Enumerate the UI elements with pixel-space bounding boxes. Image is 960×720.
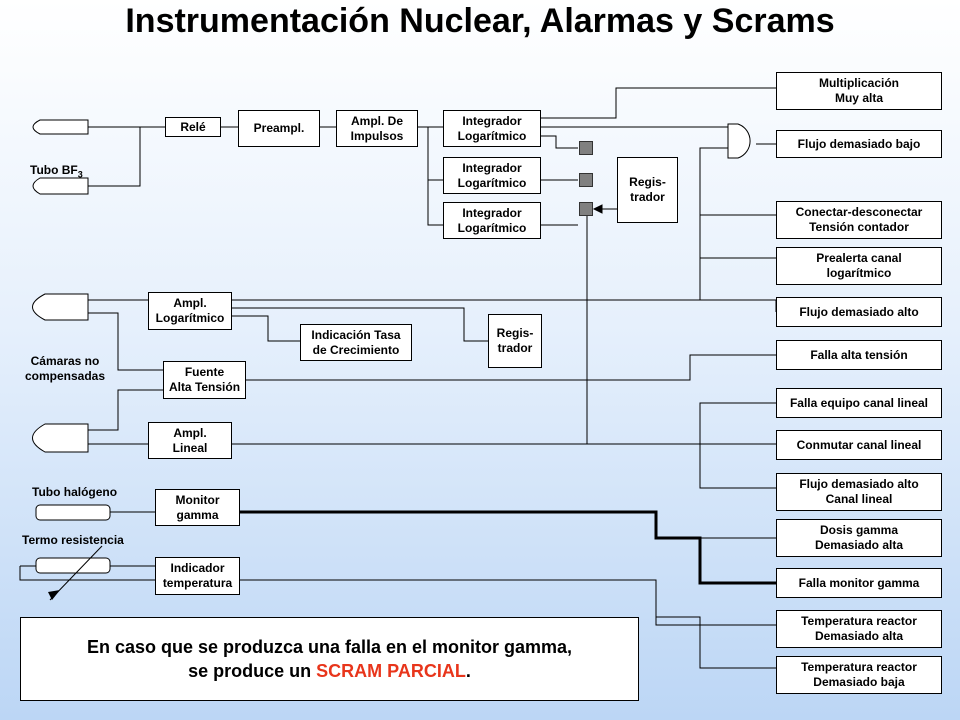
note-line-1: En caso que se produzca una falla en el … bbox=[86, 637, 573, 657]
monitor-gamma-block: Monitor gamma bbox=[155, 489, 240, 526]
indicacion-tasa-block: Indicación Tasa de Crecimiento bbox=[300, 324, 412, 361]
alarm-dosis-gamma: Dosis gamma Demasiado alta bbox=[776, 519, 942, 557]
integrador-block-3: Integrador Logarítmico bbox=[443, 202, 541, 239]
alarm-tension-contador: Conectar-desconectar Tensión contador bbox=[776, 201, 942, 239]
registrador-block-1: Regis- trador bbox=[617, 157, 678, 223]
chamber-1 bbox=[32, 293, 89, 321]
scram-parcial-text: SCRAM PARCIAL bbox=[316, 661, 466, 681]
alarm-falla-equipo-lineal: Falla equipo canal lineal bbox=[776, 388, 942, 418]
halogen-tube bbox=[35, 504, 111, 521]
thermo-label: Termo resistencia bbox=[22, 533, 124, 547]
halogen-label: Tubo halógeno bbox=[32, 485, 118, 499]
alarm-flujo-alto-lineal: Flujo demasiado alto Canal lineal bbox=[776, 473, 942, 511]
page-title: Instrumentación Nuclear, Alarmas y Scram… bbox=[125, 2, 835, 40]
scram-note: En caso que se produzca una falla en el … bbox=[20, 617, 639, 701]
ampl-impulsos-block: Ampl. De Impulsos bbox=[336, 110, 418, 147]
note-line-2: se produce un SCRAM PARCIAL. bbox=[188, 659, 471, 683]
alarm-multiplicacion: Multiplicación Muy alta bbox=[776, 72, 942, 110]
registrador-block-2: Regis- trador bbox=[488, 314, 542, 368]
alarm-flujo-bajo: Flujo demasiado bajo bbox=[776, 130, 942, 158]
alarm-falla-alta-tension: Falla alta tensión bbox=[776, 340, 942, 370]
integrador-block-2: Integrador Logarítmico bbox=[443, 157, 541, 194]
ampl-log-block: Ampl. Logarítmico bbox=[148, 292, 232, 330]
relay-square-3 bbox=[579, 202, 593, 216]
chamber-2 bbox=[32, 423, 89, 453]
integrador-block-1: Integrador Logarítmico bbox=[443, 110, 541, 147]
and-gate bbox=[727, 123, 751, 159]
indicador-temp-block: Indicador temperatura bbox=[155, 557, 240, 595]
chambers-label: Cámaras no compensadas bbox=[24, 354, 106, 383]
note-line-2-post: . bbox=[465, 661, 471, 681]
bf3-tube-2 bbox=[32, 177, 89, 195]
rele-block: Relé bbox=[165, 117, 221, 137]
note-line-2-pre: se produce un bbox=[188, 661, 317, 681]
relay-square-1 bbox=[579, 141, 593, 155]
alarm-temp-baja: Temperatura reactor Demasiado baja bbox=[776, 656, 942, 694]
tube-bf3-label: Tubo BF3 bbox=[30, 163, 83, 180]
thermo-resistance bbox=[35, 557, 111, 574]
fuente-block: Fuente Alta Tensión bbox=[163, 361, 246, 399]
alarm-falla-monitor-gamma: Falla monitor gamma bbox=[776, 568, 942, 598]
ampl-lineal-block: Ampl. Lineal bbox=[148, 422, 232, 459]
relay-square-2 bbox=[579, 173, 593, 187]
alarm-conmutar-lineal: Conmutar canal lineal bbox=[776, 430, 942, 460]
bf3-tube-1 bbox=[32, 119, 89, 135]
alarm-temp-alta: Temperatura reactor Demasiado alta bbox=[776, 610, 942, 648]
alarm-prealerta: Prealerta canal logarítmico bbox=[776, 247, 942, 285]
tube-bf3-subscript: 3 bbox=[77, 169, 83, 180]
preampl-block: Preampl. bbox=[238, 110, 320, 147]
alarm-flujo-alto: Flujo demasiado alto bbox=[776, 297, 942, 327]
